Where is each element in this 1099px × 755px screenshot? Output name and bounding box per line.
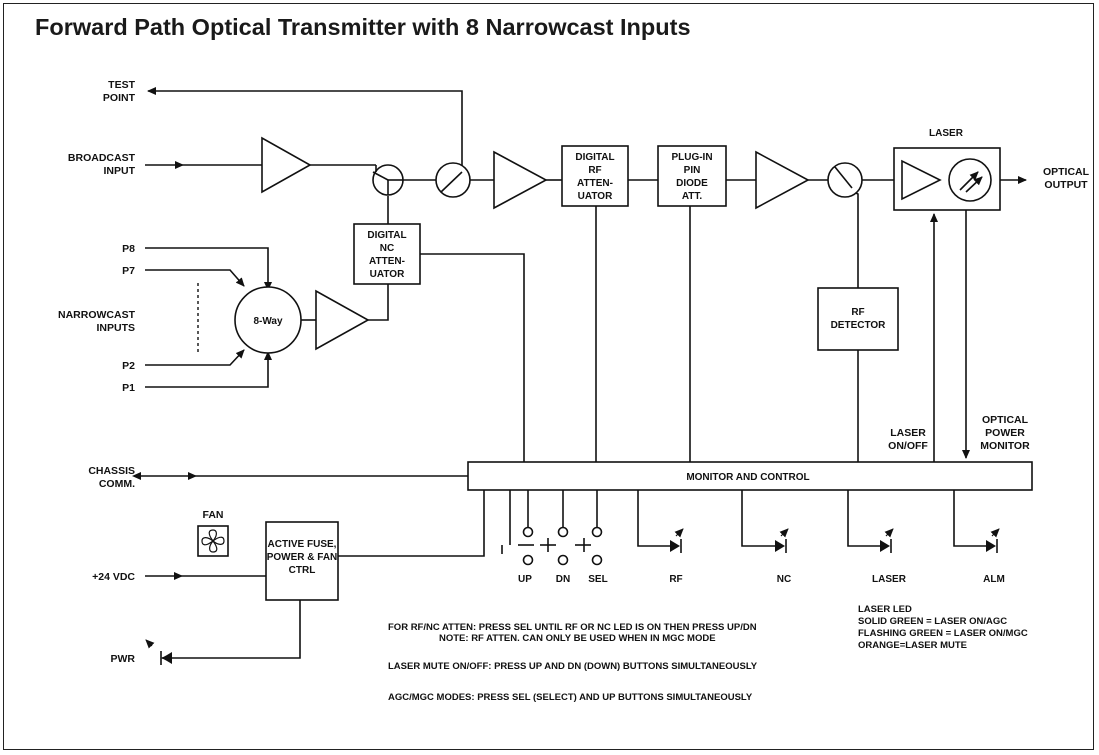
svg-text:LASER: LASER (929, 128, 964, 139)
note-mute: LASER MUTE ON/OFF: PRESS UP AND DN (DOWN… (388, 661, 758, 672)
rf-amplifier-2 (755, 150, 810, 210)
eight-way-combiner: 8-Way (234, 286, 302, 354)
amplifiers (261, 136, 810, 351)
svg-text:RF: RF (851, 307, 864, 318)
narrowcast-inputs-label-1: NARROWCAST (58, 309, 136, 321)
svg-text:RF: RF (588, 165, 601, 176)
rf-attenuator-block: DIGITAL RF ATTEN- UATOR (561, 145, 629, 207)
svg-text:MONITOR AND CONTROL: MONITOR AND CONTROL (686, 472, 809, 483)
alm-led-icon (953, 490, 1000, 553)
svg-text:8-Way: 8-Way (253, 316, 283, 327)
p1-label: P1 (122, 382, 135, 394)
nc-led-label: NC (777, 574, 791, 585)
svg-text:ATTEN-: ATTEN- (369, 256, 405, 267)
narrowcast-amplifier (315, 289, 370, 351)
led-legend-line-4: ORANGE=LASER MUTE (858, 640, 967, 651)
note-agc: AGC/MGC MODES: PRESS SEL (SELECT) AND UP… (388, 692, 753, 703)
svg-text:UATOR: UATOR (370, 269, 405, 280)
laser-block: LASER (893, 128, 1001, 211)
svg-text:DIGITAL: DIGITAL (367, 230, 406, 241)
up-button-label: UP (518, 574, 532, 585)
diagram-frame (3, 3, 1094, 750)
svg-text:PLUG-IN: PLUG-IN (671, 152, 712, 163)
button-switches (501, 490, 603, 566)
broadcast-input-label-2: INPUT (104, 165, 136, 177)
svg-text:POWER & FAN: POWER & FAN (267, 552, 338, 563)
svg-text:DETECTOR: DETECTOR (831, 320, 887, 331)
rf-led-label: RF (669, 574, 682, 585)
p2-label: P2 (122, 360, 135, 372)
led-legend-line-1: LASER LED (858, 604, 912, 615)
test-point-label-1: TEST (108, 79, 135, 91)
laser-led-icon (847, 490, 894, 553)
fan-label: FAN (203, 509, 224, 521)
narrowcast-inputs-label-2: INPUTS (96, 322, 135, 334)
fan-icon (197, 525, 229, 557)
laser-onoff-label-1: LASER (890, 427, 926, 439)
rf-led-icon (637, 490, 684, 553)
nc-led-icon (741, 490, 789, 553)
rf-detector-block: RF DETECTOR (817, 287, 899, 351)
svg-text:DIODE: DIODE (676, 178, 708, 189)
note-atten-1: FOR RF/NC ATTEN: PRESS SEL UNTIL RF OR N… (388, 622, 757, 633)
chassis-comm-label-1: CHASSIS (88, 465, 135, 477)
chassis-comm-label-2: COMM. (99, 478, 135, 490)
pwr-label: PWR (111, 653, 136, 665)
p7-label: P7 (122, 265, 135, 277)
svg-text:ACTIVE FUSE,: ACTIVE FUSE, (268, 539, 337, 550)
svg-text:ATT.: ATT. (682, 191, 703, 202)
vdc-label: +24 VDC (92, 571, 135, 583)
optical-power-monitor-label-1: OPTICAL (982, 414, 1029, 426)
pin-diode-attenuator-block: PLUG-IN PIN DIODE ATT. (657, 145, 727, 207)
pwr-led-icon (145, 639, 172, 665)
led-legend-line-2: SOLID GREEN = LASER ON/AGC (858, 616, 1007, 627)
broadcast-amplifier (261, 136, 312, 194)
svg-text:PIN: PIN (684, 165, 701, 176)
svg-text:UATOR: UATOR (578, 191, 613, 202)
svg-text:NC: NC (380, 243, 394, 254)
rf-amplifier-1 (493, 150, 548, 210)
signal-wires (132, 87, 1027, 662)
optical-power-monitor-label-3: MONITOR (980, 440, 1030, 452)
alm-led-label: ALM (983, 574, 1005, 585)
svg-text:DIGITAL: DIGITAL (575, 152, 614, 163)
nc-attenuator-block: DIGITAL NC ATTEN- UATOR (353, 223, 421, 285)
svg-text:CTRL: CTRL (289, 565, 316, 576)
combiner-circle (372, 164, 404, 196)
test-point-label-2: POINT (103, 92, 136, 104)
detector-coupler (827, 162, 863, 198)
dn-button-label: DN (556, 574, 570, 585)
optical-output-label-2: OUTPUT (1044, 179, 1088, 191)
p8-label: P8 (122, 243, 135, 255)
note-atten-2: NOTE: RF ATTEN. CAN ONLY BE USED WHEN IN… (439, 633, 716, 644)
laser-onoff-label-2: ON/OFF (888, 440, 928, 452)
svg-text:ATTEN-: ATTEN- (577, 178, 613, 189)
optical-power-monitor-label-2: POWER (985, 427, 1025, 439)
monitor-and-control-block: MONITOR AND CONTROL (467, 461, 1033, 491)
led-legend-line-3: FLASHING GREEN = LASER ON/MGC (858, 628, 1028, 639)
sel-button-label: SEL (588, 574, 607, 585)
power-control-block: ACTIVE FUSE, POWER & FAN CTRL (265, 521, 339, 601)
broadcast-input-label-1: BROADCAST (68, 152, 136, 164)
diagram-title: Forward Path Optical Transmitter with 8 … (35, 14, 691, 40)
optical-output-label-1: OPTICAL (1043, 166, 1090, 178)
laser-led-label: LASER (872, 574, 907, 585)
test-point-coupler (435, 162, 471, 198)
